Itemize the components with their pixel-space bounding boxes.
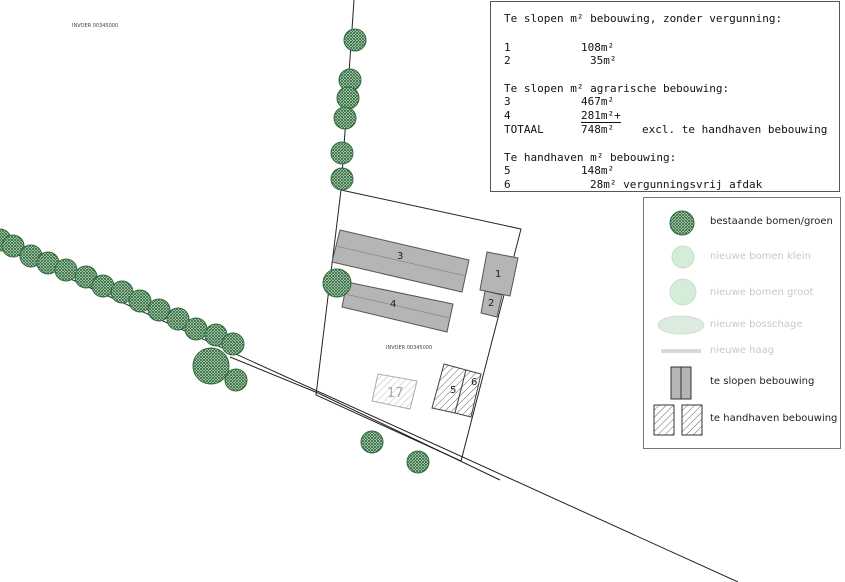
new-hedge-legend-icon — [661, 349, 701, 353]
heading-demolish-unlicensed: Te slopen m² bebouwing, zonder vergunnin… — [504, 12, 783, 25]
row-4-value: 281m²+ — [581, 109, 621, 123]
existing-tree — [224, 368, 248, 392]
building-6: 6 — [454, 369, 482, 418]
legend-label-keep: te handhaven bebouwing — [710, 413, 838, 424]
building-4: 4 — [341, 281, 454, 333]
tree-row-road — [0, 228, 430, 474]
existing-tree — [406, 450, 430, 474]
keep-building-legend-icon — [653, 404, 703, 436]
row-6-id: 6 — [504, 178, 511, 191]
legend-label-new-hedge: nieuwe haag — [710, 345, 775, 356]
existing-tree — [336, 86, 360, 110]
existing-tree — [54, 258, 78, 282]
row-3-value: 467m² — [581, 95, 615, 108]
parcel-boundary — [315, 189, 522, 462]
legend-label-new-trees-large: nieuwe bomen groot — [710, 287, 814, 298]
existing-tree — [184, 317, 208, 341]
building-17: 17 — [371, 373, 418, 410]
total-value: 748m² — [581, 123, 615, 136]
road-line-lower — [317, 392, 501, 481]
existing-tree — [360, 430, 384, 454]
area-summary-box: Te slopen m² bebouwing, zonder vergunnin… — [490, 1, 840, 192]
existing-tree — [330, 141, 354, 165]
row-2-value: 35m² — [590, 54, 617, 67]
existing-tree — [333, 106, 357, 130]
existing-tree-large — [192, 347, 230, 385]
row-4-id: 4 — [504, 109, 511, 122]
tree-row-north — [330, 28, 367, 191]
row-5-value: 148m² — [581, 164, 615, 177]
demolish-building-legend-icon — [670, 366, 692, 400]
building-3: 3 — [331, 229, 470, 293]
existing-tree — [343, 28, 367, 52]
heading-keep: Te handhaven m² bebouwing: — [504, 151, 677, 164]
large-new-tree-legend-icon — [669, 278, 697, 306]
total-label: TOTAAL — [504, 123, 544, 136]
existing-tree — [330, 167, 354, 191]
building-4-number: 4 — [390, 299, 396, 310]
building-1: 1 — [479, 251, 519, 297]
legend-label-existing-trees: bestaande bomen/groen — [710, 216, 833, 227]
map-label-center: INVOER 00345000 — [386, 345, 432, 351]
building-5-number: 5 — [450, 385, 456, 396]
existing-tree — [128, 289, 152, 313]
small-new-tree-legend-icon — [671, 245, 695, 269]
building-1-number: 1 — [495, 269, 501, 280]
row-1-id: 1 — [504, 41, 511, 54]
row-2-id: 2 — [504, 54, 511, 67]
existing-tree — [147, 298, 171, 322]
existing-tree — [166, 307, 190, 331]
building-17-number: 17 — [387, 386, 404, 401]
legend-label-demolish: te slopen bebouwing — [710, 376, 815, 387]
map-label-top: INVOER 00345000 — [72, 23, 118, 29]
heading-demolish-agricultural: Te slopen m² agrarische bebouwing: — [504, 82, 730, 95]
row-6-value: 28m² vergunningsvrij afdak — [590, 178, 763, 191]
existing-tree — [221, 332, 245, 356]
building-2-number: 2 — [488, 298, 494, 309]
legend-label-new-trees-small: nieuwe bomen klein — [710, 251, 811, 262]
road-line-west — [229, 356, 319, 394]
row-3-id: 3 — [504, 95, 511, 108]
total-note: excl. te handhaven bebouwing — [642, 123, 828, 136]
row-5-id: 5 — [504, 164, 511, 177]
row-1-value: 108m² — [581, 41, 615, 54]
existing-trees-legend-icon — [669, 210, 695, 236]
existing-tree — [322, 268, 352, 298]
building-3-number: 3 — [397, 251, 403, 262]
existing-tree — [1, 234, 25, 258]
legend-label-new-shrubbery: nieuwe bosschage — [710, 319, 803, 330]
legend-box: bestaande bomen/groen nieuwe bomen klein… — [643, 197, 841, 449]
new-shrubbery-legend-icon — [657, 315, 705, 335]
building-2: 2 — [480, 290, 503, 318]
building-6-number: 6 — [471, 377, 477, 388]
